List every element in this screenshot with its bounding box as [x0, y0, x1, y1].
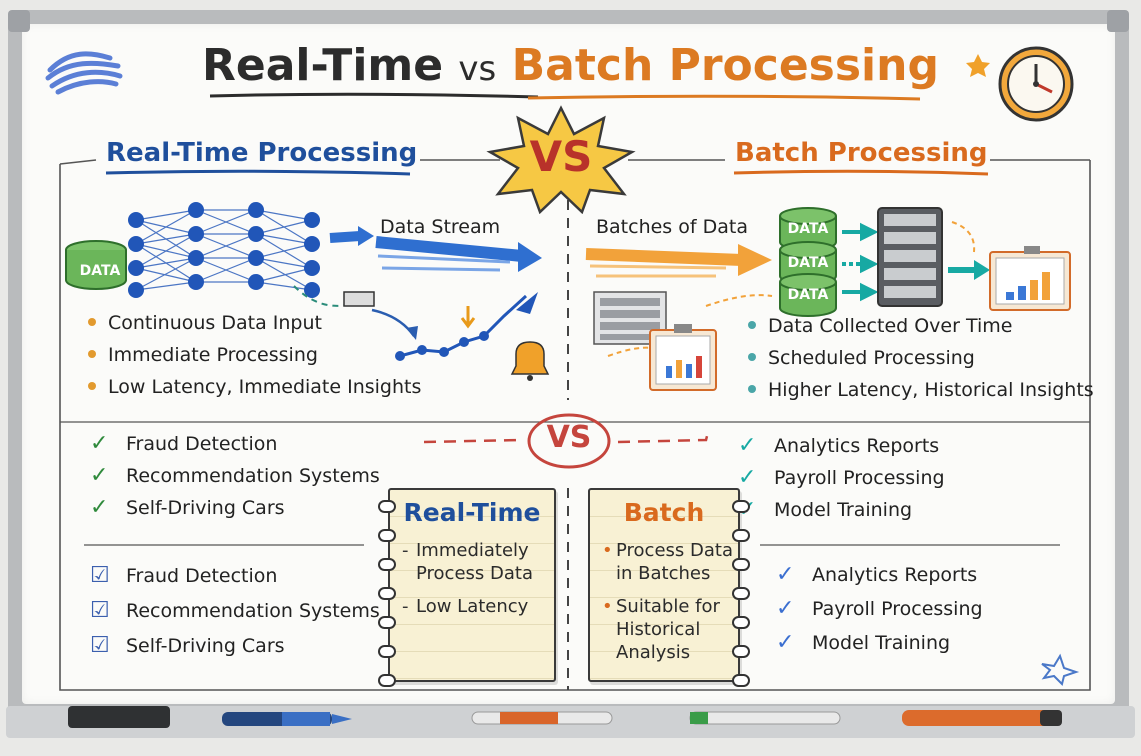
notebook-rings [378, 500, 396, 703]
realtime-note-card: Real-Time Immediately Process Data Low L… [378, 488, 556, 687]
realtime-use-cases-repeat: ☑Fraud Detection ☑Recommendation Systems… [90, 558, 380, 663]
batches-label: Batches of Data [596, 216, 748, 238]
frame-corner [1107, 10, 1129, 32]
realtime-heading: Real-Time Processing [106, 138, 418, 168]
list-item: ✓Self-Driving Cars [90, 492, 380, 524]
vs-burst-icon [486, 105, 636, 214]
star-doodle-icon [1041, 653, 1080, 686]
list-item: Low Latency, Immediate Insights [88, 371, 421, 403]
check-icon: ✓ [90, 463, 109, 488]
list-item: ✓Model Training [776, 626, 983, 660]
realtime-heading-underline [105, 169, 411, 176]
realtime-db-label: DATA [79, 263, 121, 279]
list-item: ☑Fraud Detection [90, 558, 380, 593]
batch-db-label: DATA [787, 221, 829, 237]
realtime-use-cases: ✓Fraud Detection ✓Recommendation Systems… [90, 428, 380, 524]
list-item: Higher Latency, Historical Insights [748, 374, 1094, 406]
batch-note-card: Batch Process Data in Batches Suitable f… [588, 488, 750, 687]
list-item: Data Collected Over Time [748, 310, 1094, 342]
frame-corner [8, 10, 30, 32]
checkbox-icon: ☑ [90, 633, 110, 658]
list-item: Low Latency [402, 595, 554, 618]
list-item: ☑Recommendation Systems [90, 593, 380, 628]
data-stream-label: Data Stream [380, 216, 501, 238]
realtime-diagram [65, 202, 550, 381]
batch-note-title: Batch [623, 498, 705, 527]
batch-heading-underline [733, 169, 989, 176]
list-item: ☑Self-Driving Cars [90, 628, 380, 663]
checkbox-icon: ☑ [90, 563, 110, 588]
vs-burst-label: VS [529, 132, 593, 181]
check-icon: ✓ [738, 465, 757, 490]
check-icon: ✓ [776, 630, 795, 655]
realtime-features: Continuous Data Input Immediate Processi… [88, 307, 421, 403]
list-item: Immediate Processing [88, 339, 421, 371]
title-vs: vs [458, 49, 497, 89]
check-icon: ✓ [90, 431, 109, 456]
check-icon: ✓ [738, 433, 757, 458]
list-item: Scheduled Processing [748, 342, 1094, 374]
check-icon: ✓ [776, 596, 795, 621]
vs-middle-label: VS [546, 420, 592, 455]
list-item: Immediately Process Data [402, 539, 554, 585]
batch-heading: Batch Processing [735, 138, 988, 168]
list-item: ✓Analytics Reports [776, 558, 983, 592]
list-item: ✓Recommendation Systems [90, 460, 380, 492]
list-item: Process Data in Batches [602, 539, 738, 585]
batch-db-label: DATA [787, 255, 829, 271]
title-left: Real-Time [202, 40, 444, 91]
check-icon: ✓ [776, 562, 795, 587]
checkbox-icon: ☑ [90, 598, 110, 623]
check-icon: ✓ [90, 495, 109, 520]
title-right: Batch Processing [511, 40, 939, 91]
list-item: ✓Payroll Processing [776, 592, 983, 626]
batch-diagram [585, 207, 1071, 391]
list-item: Continuous Data Input [88, 307, 421, 339]
list-item: Suitable for Historical Analysis [602, 595, 738, 664]
page-title: Real-Time vs Batch Processing [0, 40, 1141, 91]
list-item: ✓Payroll Processing [738, 462, 945, 494]
batch-use-cases-repeat: ✓Analytics Reports ✓Payroll Processing ✓… [776, 558, 983, 660]
list-item: ✓Model Training [738, 494, 945, 526]
list-item: ✓Analytics Reports [738, 430, 945, 462]
scribble-icon [45, 51, 123, 95]
realtime-note-title: Real-Time [403, 498, 541, 527]
vs-circle-icon [527, 413, 611, 469]
batch-features: Data Collected Over Time Scheduled Proce… [748, 310, 1094, 406]
markers [68, 706, 1062, 728]
list-item: ✓Fraud Detection [90, 428, 380, 460]
title-underline [209, 92, 921, 101]
clock-icon [966, 46, 1074, 122]
batch-db-label: DATA [787, 287, 829, 303]
batch-use-cases: ✓Analytics Reports ✓Payroll Processing ✓… [738, 430, 945, 526]
